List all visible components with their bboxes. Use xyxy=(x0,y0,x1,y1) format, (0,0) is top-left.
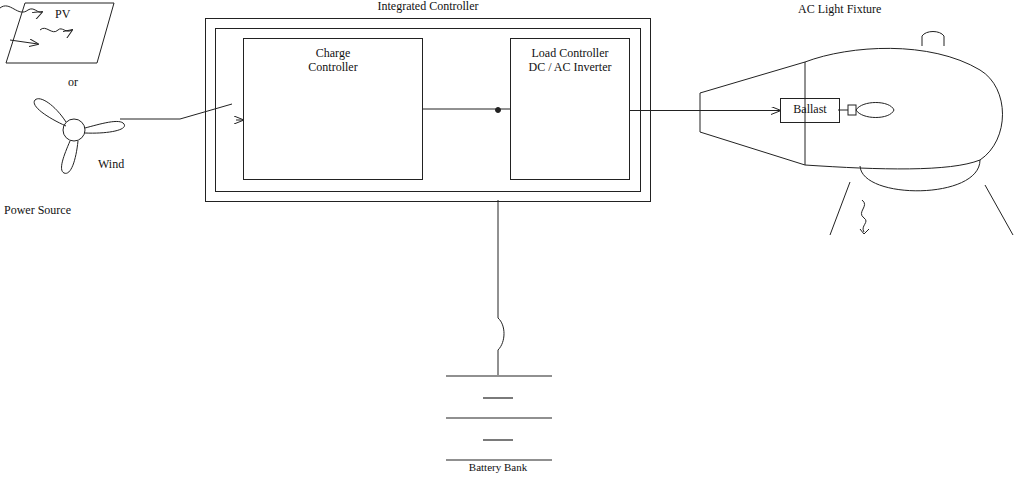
connector-line xyxy=(423,109,510,110)
junction-dot xyxy=(496,108,501,113)
connector-line xyxy=(630,110,780,111)
housing-frame xyxy=(205,18,651,202)
process-box: Load Controller DC / AC Inverter xyxy=(510,38,630,180)
fixture-guard xyxy=(860,160,980,191)
sun-ray xyxy=(40,28,72,31)
box-label: Charge Controller xyxy=(302,47,364,75)
pv-parallelogram xyxy=(6,3,114,63)
source-label: Wind xyxy=(98,158,124,172)
ballast-box: Ballast xyxy=(780,98,840,123)
battery-label: Battery Bank xyxy=(468,462,528,474)
panel-label: PV xyxy=(55,8,70,22)
fixture-lines xyxy=(700,32,1013,236)
box-label: Ballast xyxy=(785,103,835,117)
light-squiggle xyxy=(861,200,866,232)
controller-housing: Integrated ControllerCharge Controller Lo… xyxy=(205,0,651,202)
source-wire xyxy=(236,120,243,121)
fixture-cone xyxy=(700,62,805,165)
lamp-socket xyxy=(848,105,856,115)
light-ray xyxy=(830,182,850,235)
lamp-bulb xyxy=(856,103,894,118)
fixture-body xyxy=(805,48,1003,169)
sun-ray xyxy=(0,6,42,12)
process-box: Charge Controller xyxy=(243,38,423,180)
light-ray xyxy=(985,185,1013,235)
group-heading: Integrated Controller xyxy=(205,0,651,14)
alternative-word: or xyxy=(68,76,78,90)
light-arrowhead xyxy=(860,229,869,234)
fixture-heading: AC Light Fixture xyxy=(798,3,881,17)
battery-symbol xyxy=(446,376,552,460)
caption-label: Power Source xyxy=(4,204,71,218)
wind-turbine xyxy=(34,99,124,174)
sun-ray xyxy=(10,40,38,44)
fixture-outline xyxy=(680,0,1020,242)
box-label: Load Controller DC / AC Inverter xyxy=(524,47,616,75)
battery-wire xyxy=(498,200,504,375)
light-fixture: AC Light FixtureBallast xyxy=(680,0,1020,242)
pv-panel: PV xyxy=(5,2,115,64)
fixture-cap xyxy=(922,32,944,47)
